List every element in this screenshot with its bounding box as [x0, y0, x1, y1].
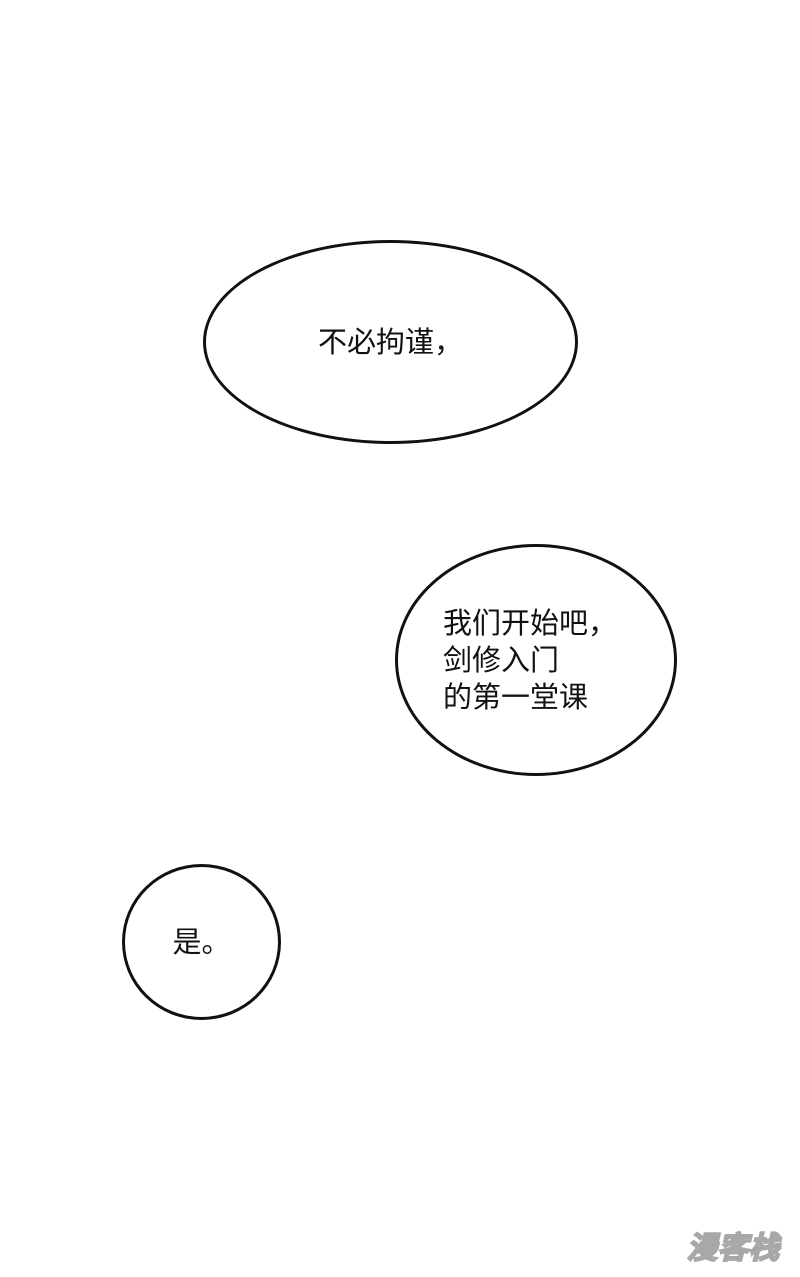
speech-bubble-2-text: 我们开始吧， 剑修入门 的第一堂课 [443, 605, 629, 716]
speech-bubble-2-line-3: 的第一堂课 [442, 679, 588, 714]
speech-bubble-1-line-1: 不必拘谨， [317, 324, 463, 359]
speech-bubble-3-line-1: 是。 [172, 924, 231, 959]
speech-bubble-1: 不必拘谨， [203, 240, 578, 444]
watermark-logo: 漫客栈 [686, 1230, 780, 1267]
speech-bubble-1-text: 不必拘谨， [318, 324, 463, 361]
speech-bubble-3: 是。 [122, 864, 281, 1020]
speech-bubble-2-line-1: 我们开始吧， [442, 605, 617, 640]
speech-bubble-2-line-2: 剑修入门 [442, 642, 559, 677]
speech-bubble-2: 我们开始吧， 剑修入门 的第一堂课 [395, 544, 677, 776]
speech-bubble-3-text: 是。 [172, 924, 230, 961]
